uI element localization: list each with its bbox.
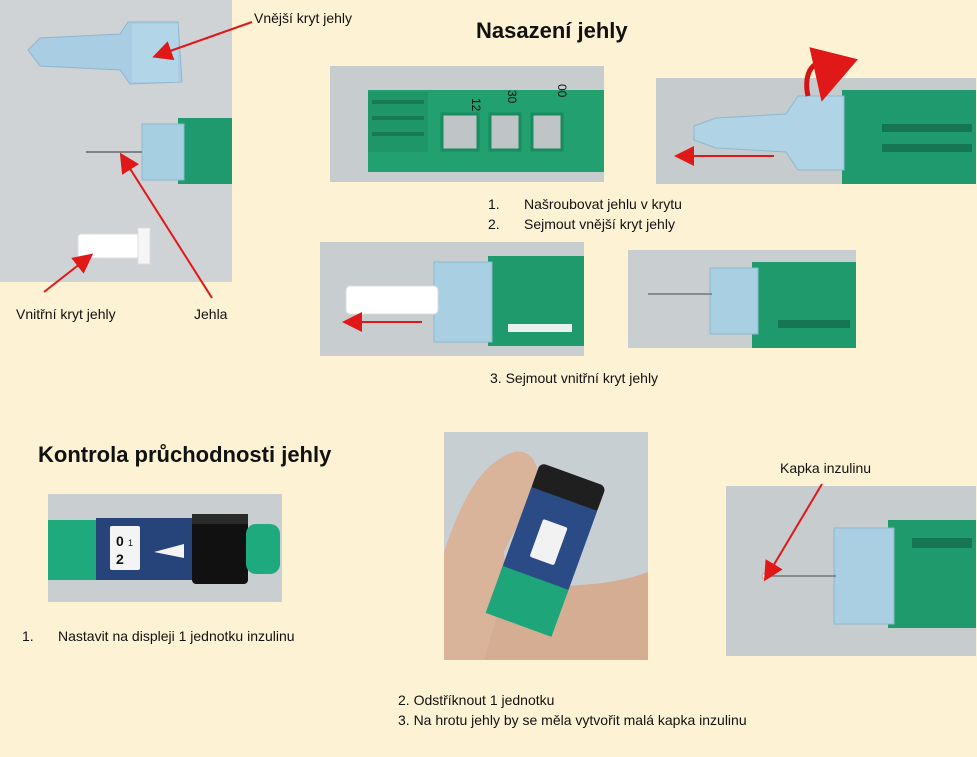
outer-cap-label: Vnější kryt jehly (254, 10, 353, 26)
pen-body-photo: 12 30 00 (330, 66, 604, 182)
inner-cap-label: Vnitřní kryt jehly (16, 306, 116, 322)
hand-pen-photo (444, 432, 648, 660)
attach-steps-list: 1. Našroubovat jehlu v krytu 2. Sejmout vn… (488, 194, 682, 234)
dial-value-bottom: 2 (116, 551, 124, 567)
scale-mark-30: 30 (505, 90, 519, 104)
dial-value-top: 0 (116, 533, 124, 549)
section-title-nasazeni: Nasazení jehly (476, 18, 628, 43)
needle-label: Jehla (194, 306, 228, 322)
step-text: Sejmout vnější kryt jehly (524, 216, 675, 232)
insulin-drop-photo (726, 486, 976, 656)
scale-mark-12: 12 (469, 98, 483, 112)
scale-mark-00: 00 (555, 84, 569, 98)
needle-exposed-photo (628, 250, 856, 348)
check-step1: 1. Nastavit na displeji 1 jednotku inzuli… (22, 626, 295, 646)
step-text: Nastavit na displeji 1 jednotku inzulinu (58, 628, 295, 644)
dose-dial-photo: 0 2 1 (48, 494, 282, 602)
step-row: 1. Nastavit na displeji 1 jednotku inzuli… (22, 626, 295, 646)
step-row: 2. Sejmout vnější kryt jehly (488, 214, 682, 234)
step-row: 2. Odstříknout 1 jednotku (398, 692, 555, 708)
remove-inner-cap-photo (320, 242, 584, 356)
check-steps-2-3: 2. Odstříknout 1 jednotku 3. Na hrotu je… (398, 690, 747, 730)
step3-text: 3. Sejmout vnitřní kryt jehly (490, 370, 659, 386)
step-number: 2. (488, 216, 500, 232)
section-title-kontrola: Kontrola průchodnosti jehly (38, 442, 332, 467)
needle-parts-photo (0, 0, 232, 282)
step-number: 1. (22, 628, 34, 644)
step-text: Našroubovat jehlu v krytu (524, 196, 682, 212)
attach-needle-photo (656, 78, 976, 184)
step-number: 1. (488, 196, 500, 212)
dial-value-units: 1 (128, 538, 133, 548)
step-row: 1. Našroubovat jehlu v krytu (488, 194, 682, 214)
step-row: 3. Na hrotu jehly by se měla vytvořit ma… (398, 712, 747, 728)
drop-label: Kapka inzulinu (780, 460, 872, 476)
